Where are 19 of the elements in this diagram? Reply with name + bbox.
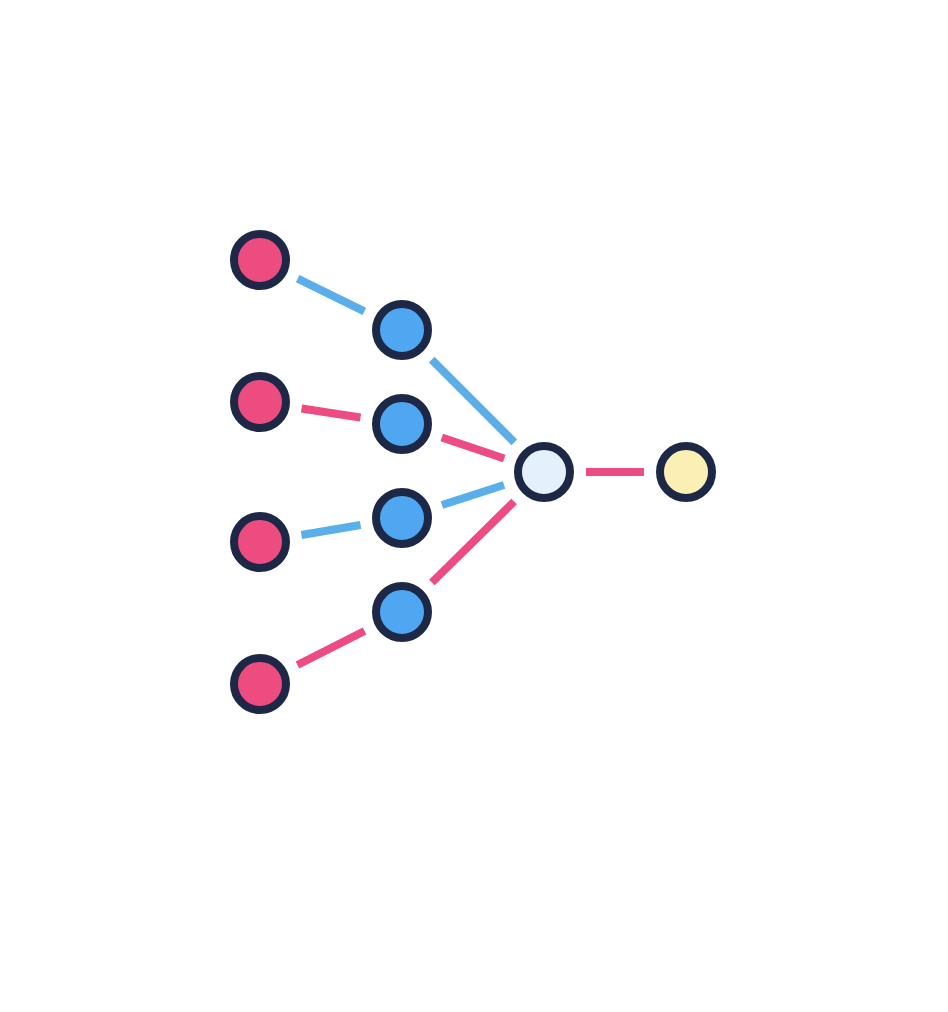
connector-line bbox=[295, 274, 367, 316]
circle-node bbox=[372, 300, 432, 360]
circle-node bbox=[230, 654, 290, 714]
connector-line bbox=[300, 404, 362, 422]
circle-node bbox=[230, 230, 290, 290]
connector-line bbox=[428, 356, 518, 446]
circle-node bbox=[514, 442, 574, 502]
circle-node bbox=[372, 488, 432, 548]
connector-line bbox=[440, 433, 506, 463]
circle-node bbox=[372, 582, 432, 642]
circle-node bbox=[230, 512, 290, 572]
circle-node bbox=[372, 394, 432, 454]
connector-line bbox=[429, 498, 517, 586]
connector-line bbox=[295, 627, 367, 669]
circle-node bbox=[230, 372, 290, 432]
connector-line bbox=[586, 468, 644, 476]
circle-node bbox=[656, 442, 716, 502]
connector-line bbox=[440, 481, 506, 509]
connector-line bbox=[300, 521, 362, 539]
